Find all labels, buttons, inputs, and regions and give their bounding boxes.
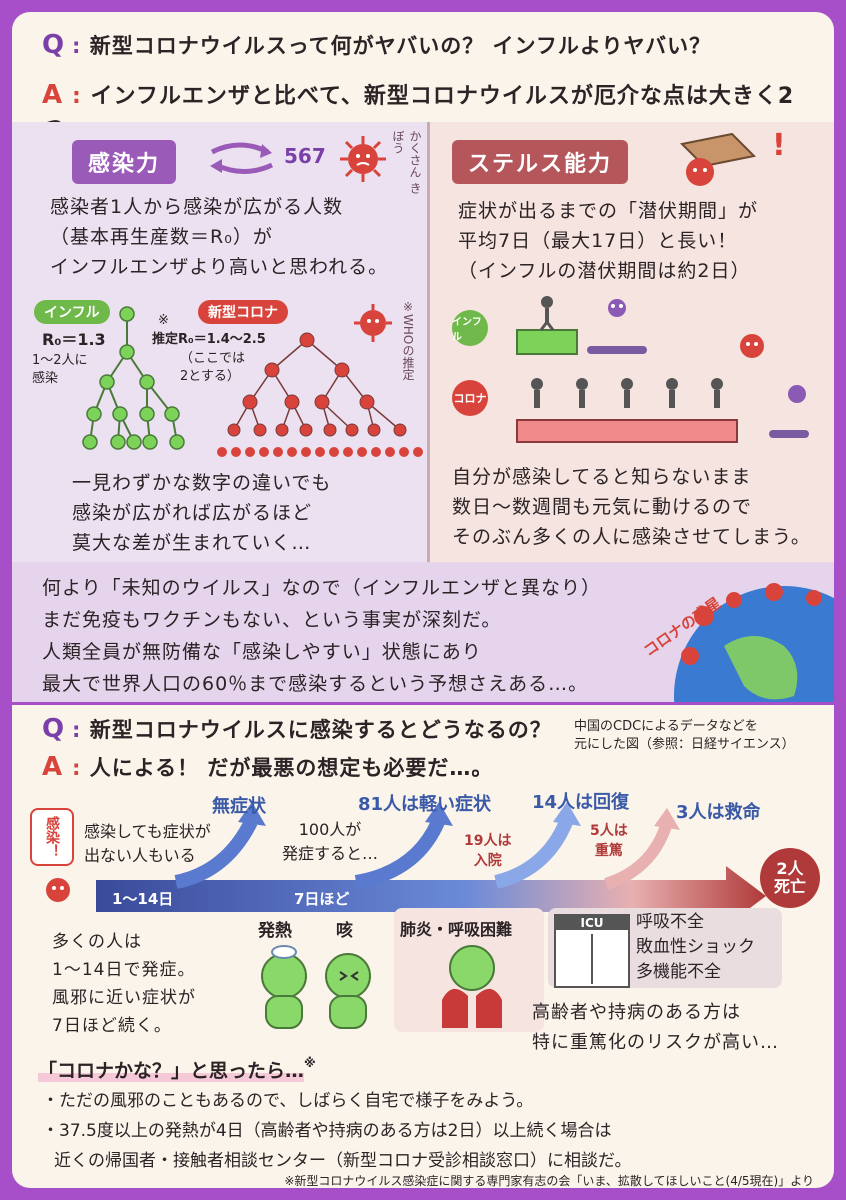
answer-1: A: インフルエンザと比べて、新型コロナウイルスが厄介な点は大きく2つ。: [42, 78, 834, 142]
exclaim-mark: !: [772, 128, 786, 163]
icu-conditions: 呼吸不全敗血性ショック多機能不全: [636, 912, 755, 982]
stealth-panel: [430, 122, 834, 562]
covid-label: 新型コロナ: [198, 300, 288, 324]
flu-walker-scene: [516, 296, 647, 355]
q-mark: Q: [42, 30, 66, 60]
footnote: ※新型コロナウイルス感染症に関する専門家有志の会「いま、拡散してほしいこと(4/…: [284, 1174, 814, 1188]
advice-list: ・ただの風邪のこともあるので、しばらく自宅で様子をみよう。 ・37.5度以上の発…: [42, 1086, 632, 1176]
answer-2: A: 人による！ だが最悪の想定も必要だ…。: [42, 752, 494, 782]
a-mark: A: [42, 752, 64, 782]
covid-r0: 推定R₀＝1.4〜2.5: [152, 332, 266, 347]
icu-door: ICU: [554, 914, 630, 988]
a-mark: A: [42, 80, 64, 110]
sick-characters-illustration: [261, 945, 371, 1029]
stealth-covid-label: コロナ: [452, 380, 488, 416]
answer-1-text: インフルエンザと比べて、新型コロナウイルスが厄介な点は大きく2つ。: [42, 84, 795, 141]
stage-mild: 81人は軽い症状: [358, 794, 492, 815]
stealth-flu-label: インフル: [452, 310, 488, 346]
infected-badge: 感染！: [30, 808, 74, 866]
flu-note: 1〜2人に感染: [32, 353, 88, 386]
severe-note: 5人は重篤: [590, 823, 628, 859]
infectivity-body-line: 感染者1人から感染が広がる人数: [50, 196, 344, 218]
onset-note: 100人が発症すると…: [282, 820, 379, 863]
stealth-footer: 自分が感染してると知らないまま数日〜数週間も元気に動けるのでそのぶん多くの人に感…: [452, 466, 811, 548]
question-1: Q: 新型コロナウイルスって何がヤバいの？ インフルよりヤバい？: [42, 30, 712, 60]
source-note: 中国のCDCによるデータなどを元にした図（参照：日経サイエンス）: [574, 719, 795, 752]
q-mark: Q: [42, 714, 66, 744]
stage-rescue: 3人は救命: [676, 802, 761, 823]
period-1: 1〜14日: [112, 890, 174, 908]
hospital-note: 19人は入院: [464, 833, 512, 869]
asymptomatic-note: 感染しても症状が出ない人もいる: [84, 822, 211, 865]
virus-planet-illustration: [674, 583, 834, 702]
advice-item: 近くの帰国者・接触者相談センター（新型コロナ受診相談窓口）に相談だ。: [54, 1151, 632, 1171]
virus-icon: [354, 304, 392, 342]
advice-heading: 「コロナかな？」と思ったら…※: [38, 1056, 316, 1082]
flu-r0: R₀＝1.3: [42, 330, 106, 349]
question-2-text: 新型コロナウイルスに感染するとどうなるの？: [89, 718, 552, 742]
asterisk-mark: ※: [158, 313, 169, 328]
lungs-character-illustration: [442, 945, 502, 1028]
period-2: 7日ほど: [294, 890, 350, 908]
infectivity-body: 感染者1人から感染が広がる人数 （基本再生産数＝R₀）が インフルエンザより高い…: [50, 192, 388, 282]
infectivity-body-line: インフルエンザより高いと思われる。: [50, 256, 389, 278]
infectivity-panel: [12, 122, 427, 562]
pun-number: 567: [284, 144, 326, 168]
covid-spread-tree: [217, 332, 423, 457]
fever-label: 発熱: [258, 921, 292, 941]
advice-item: ・37.5度以上の発熱が4日（高齢者や持病のある方は2日）以上続く場合は: [42, 1121, 612, 1141]
stage-asymptomatic: 無症状: [212, 796, 266, 817]
elderly-note: 高齢者や持病のある方は特に重篤化のリスクが高い…: [532, 1002, 779, 1053]
stage-recovery: 14人は回復: [532, 792, 630, 813]
cycle-arrows-icon: [210, 142, 274, 174]
box-virus-icon: [679, 132, 757, 186]
unknown-virus-text: 何より「未知のウイルス」なので（インフルエンザと異なり）まだ免疫もワクチンもない…: [42, 577, 602, 695]
question-1-text: 新型コロナウイルスって何がヤバいの？ インフルよりヤバい？: [89, 34, 712, 58]
stealth-tag: ステルス能力: [452, 140, 629, 184]
virus-icon: [340, 136, 386, 182]
flu-spread-tree: [82, 306, 185, 450]
advice-item: ・ただの風邪のこともあるので、しばらく自宅で様子をみよう。: [42, 1091, 534, 1111]
infographic-card: Q: 新型コロナウイルスって何がヤバいの？ インフルよりヤバい？ A: インフル…: [12, 12, 834, 1188]
stealth-body: 症状が出るまでの「潜伏期間」が平均7日（最大17日）と長い！（インフルの潜伏期間…: [458, 200, 759, 282]
pun-note: かくさん きぼう: [391, 130, 422, 194]
icu-sign: ICU: [556, 916, 628, 930]
answer-2-text: 人による！ だが最悪の想定も必要だ…。: [89, 756, 494, 780]
cough-label: 咳: [336, 921, 353, 941]
pneumonia-label: 肺炎・呼吸困難: [400, 920, 513, 939]
death-badge: 2人死亡: [760, 848, 820, 908]
panel-divider: [427, 122, 430, 562]
question-2: Q: 新型コロナウイルスに感染するとどうなるの？: [42, 714, 552, 744]
infectivity-footer: 一見わずかな数字の違いでも感染が広がれば広がるほど莫大な差が生まれていく…: [72, 472, 332, 554]
flu-label: インフル: [34, 300, 110, 324]
infectivity-tag: 感染力: [72, 140, 177, 184]
virus-icon: [46, 878, 70, 902]
virus-icon: [740, 334, 764, 358]
covid-walkers-scene: [516, 378, 809, 443]
who-note: ※WHOの推定: [401, 300, 415, 381]
section-divider: [12, 702, 834, 705]
infectivity-body-line: （基本再生産数＝R₀）が: [50, 226, 273, 248]
